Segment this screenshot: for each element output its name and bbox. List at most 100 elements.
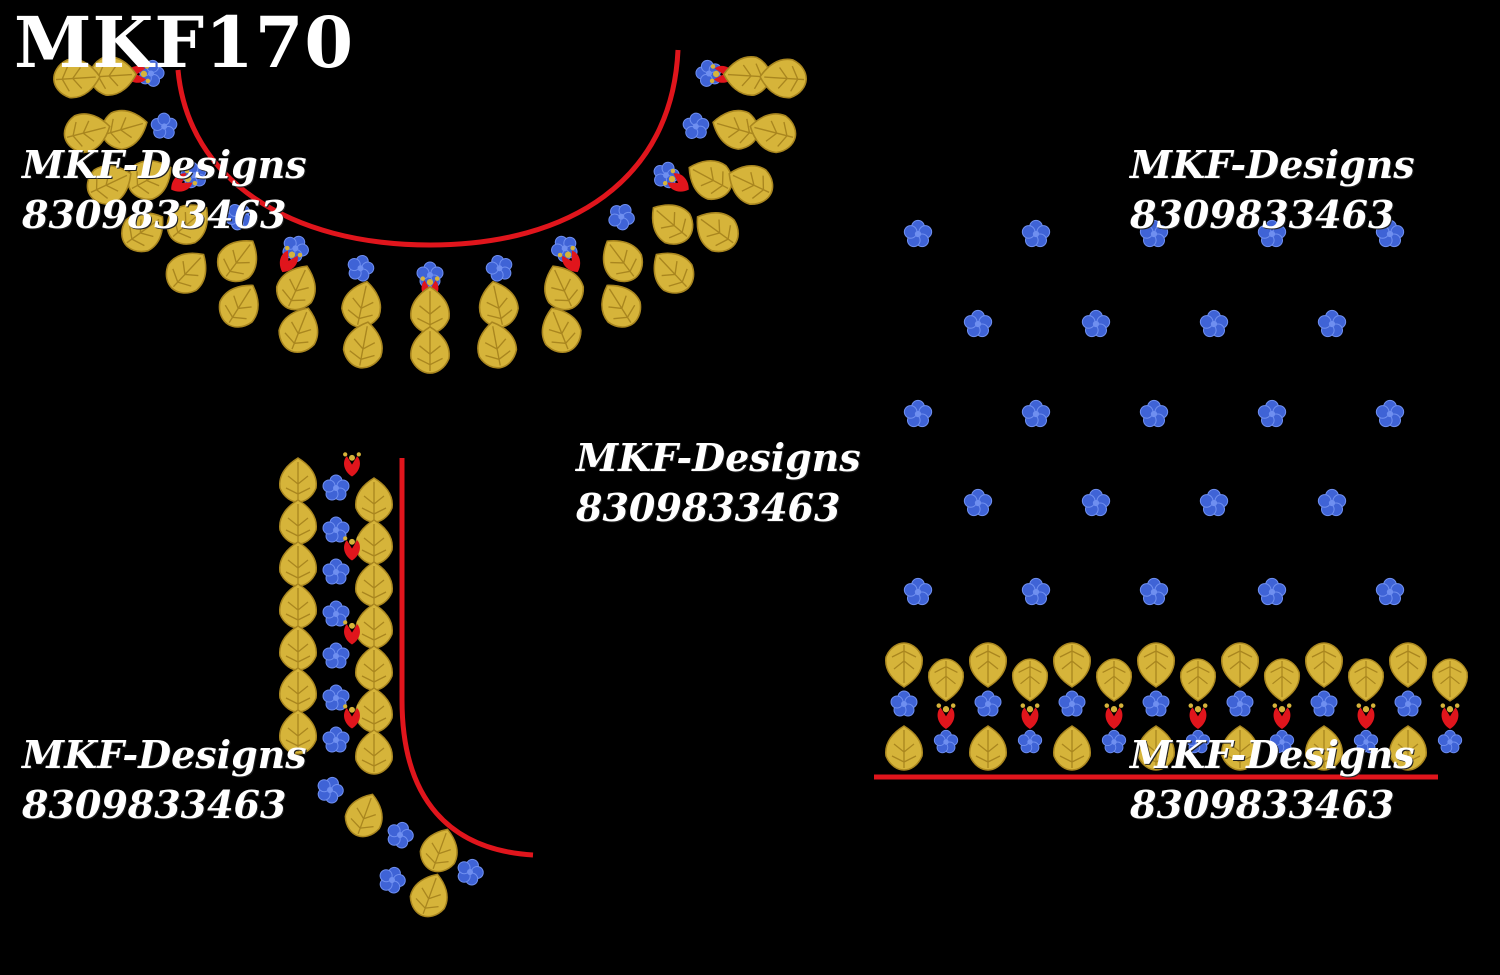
motif-leaf xyxy=(534,257,591,317)
motif-flower xyxy=(1310,690,1338,717)
watermark-brand: MKF-Designs xyxy=(1130,732,1415,777)
motif-tulip xyxy=(1440,703,1460,729)
buti-flower xyxy=(903,577,933,606)
motif-leaf xyxy=(278,583,318,629)
motif-leaf xyxy=(591,228,652,291)
motif-leaf xyxy=(640,192,702,254)
motif-flower xyxy=(890,690,918,717)
motif-flower xyxy=(1394,690,1422,717)
back-neck-panel xyxy=(278,452,534,923)
motif-flower xyxy=(148,109,182,144)
buti-flower xyxy=(1199,309,1229,338)
watermark-2: MKF-Designs 8309833463 xyxy=(1130,140,1415,240)
design-code: MKF170 xyxy=(14,1,355,84)
motif-leaf xyxy=(339,317,388,372)
motif-tulip xyxy=(343,452,361,477)
sleeve-buti-grid xyxy=(903,219,1405,606)
watermark-brand: MKF-Designs xyxy=(576,435,861,480)
motif-leaf xyxy=(1388,642,1428,688)
motif-tulip xyxy=(343,536,361,561)
buti-flower xyxy=(1021,399,1051,428)
motif-tulip xyxy=(1188,703,1208,729)
motif-leaf xyxy=(354,603,394,649)
motif-leaf xyxy=(685,200,747,261)
motif-leaf xyxy=(744,107,801,158)
buti-flower xyxy=(1317,309,1347,338)
buti-flower xyxy=(1257,399,1287,428)
buti-flower xyxy=(1021,577,1051,606)
watermark-3: MKF-Designs 8309833463 xyxy=(576,433,861,533)
motif-leaf xyxy=(884,642,924,688)
motif-flower xyxy=(1437,729,1463,754)
motif-leaf xyxy=(211,274,270,336)
buti-flower xyxy=(1257,577,1287,606)
front-neck-outline xyxy=(175,49,681,248)
buti-flower xyxy=(1199,488,1229,517)
motif-tulip xyxy=(343,620,361,645)
watermark-brand: MKF-Designs xyxy=(1130,142,1415,187)
motif-leaf xyxy=(758,56,809,100)
motif-leaf xyxy=(272,300,327,359)
motif-leaf xyxy=(337,276,387,332)
motif-leaf xyxy=(354,729,394,775)
motif-flower xyxy=(322,474,350,501)
motif-tulip xyxy=(1356,703,1376,729)
sleeve-border-panel xyxy=(874,642,1469,780)
motif-leaf xyxy=(278,499,318,545)
motif-leaf xyxy=(590,274,649,336)
motif-tulip xyxy=(1272,703,1292,729)
motif-flower xyxy=(344,251,377,284)
motif-tulip xyxy=(1104,703,1124,729)
watermark-brand: MKF-Designs xyxy=(22,732,307,777)
motif-flower xyxy=(1101,729,1127,754)
motif-flower xyxy=(322,642,350,669)
motif-leaf xyxy=(1095,658,1133,702)
watermark-4: MKF-Designs 8309833463 xyxy=(22,730,307,830)
motif-leaf xyxy=(1179,658,1217,702)
buti-flower xyxy=(963,309,993,338)
motif-leaf xyxy=(533,300,588,359)
motif-leaf xyxy=(884,725,924,771)
motif-leaf xyxy=(278,667,318,713)
buti-flower xyxy=(1081,309,1111,338)
buti-flower xyxy=(1139,577,1169,606)
motif-flower xyxy=(483,251,516,284)
motif-leaf xyxy=(354,561,394,607)
motif-leaf xyxy=(472,317,521,372)
motif-flower xyxy=(322,558,350,585)
motif-leaf xyxy=(278,541,318,587)
motif-flower xyxy=(1226,690,1254,717)
buti-flower xyxy=(903,399,933,428)
motif-leaf xyxy=(278,625,318,671)
motif-leaf xyxy=(1431,658,1469,702)
motif-flower xyxy=(933,729,959,754)
front-neck-panel xyxy=(51,49,809,374)
motif-leaf xyxy=(269,257,326,317)
motif-leaf xyxy=(1220,642,1260,688)
motif-leaf xyxy=(354,645,394,691)
motif-leaf xyxy=(1347,658,1385,702)
motif-flower xyxy=(375,862,410,897)
motif-tulip xyxy=(343,704,361,729)
watermark-phone: 8309833463 xyxy=(22,782,287,828)
buti-flower xyxy=(1375,577,1405,606)
motif-leaf xyxy=(968,642,1008,688)
motif-leaf xyxy=(410,326,450,374)
motif-flower xyxy=(322,726,350,753)
buti-flower xyxy=(1021,219,1051,248)
motif-leaf xyxy=(339,787,391,843)
watermark-brand: MKF-Designs xyxy=(22,142,307,187)
motif-leaf xyxy=(354,687,394,733)
motif-flower xyxy=(974,690,1002,717)
motif-leaf xyxy=(157,240,219,303)
motif-leaf xyxy=(1052,725,1092,771)
motif-flower xyxy=(1142,690,1170,717)
motif-leaf xyxy=(404,867,456,923)
buti-flower xyxy=(1317,488,1347,517)
motif-tulip xyxy=(1020,703,1040,729)
motif-leaf xyxy=(1052,642,1092,688)
motif-flower xyxy=(1058,690,1086,717)
back-neck-outline xyxy=(399,458,534,858)
buti-flower xyxy=(963,488,993,517)
